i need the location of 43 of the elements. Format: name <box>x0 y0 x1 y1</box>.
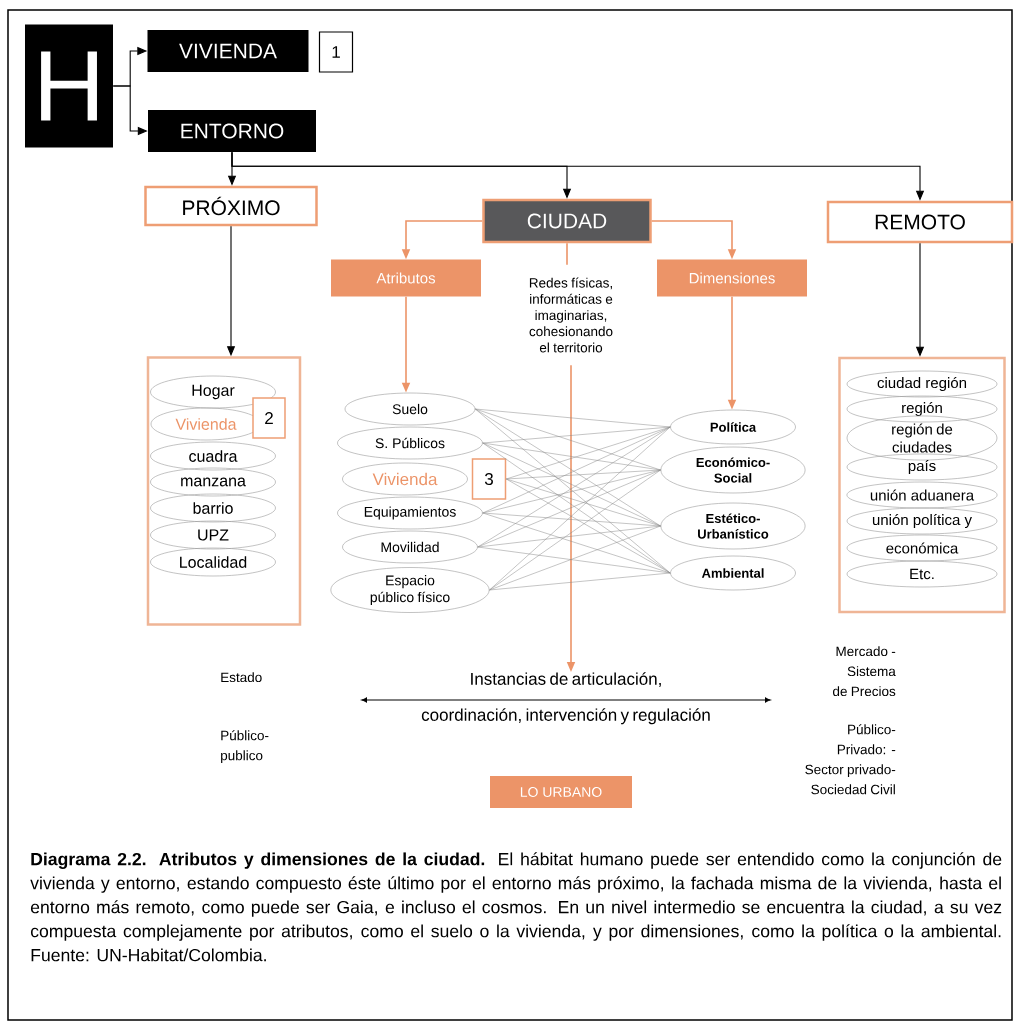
tag-box: Atributos <box>331 259 481 297</box>
tag-box: Dimensiones <box>657 259 807 297</box>
connector-line <box>482 442 661 471</box>
connector-line <box>475 408 661 527</box>
connector-line <box>482 442 671 574</box>
connector-line <box>482 469 661 514</box>
tag-box: LO URBANO <box>490 776 632 808</box>
number-box: 1 <box>318 31 354 73</box>
connector-line <box>477 525 661 548</box>
number-box: 2 <box>252 397 286 439</box>
number-box: 3 <box>471 458 507 500</box>
connector-line <box>566 242 568 266</box>
category-box: CIUDAD <box>482 198 652 244</box>
connector-line <box>482 512 661 527</box>
note-text: Instancias de articulación, coordinación, intervención y regulación <box>421 672 710 725</box>
connector-line <box>489 572 671 591</box>
note-text: Redes físicas, informáticas e imaginarias, cohesionando el territorio <box>529 277 613 353</box>
side-note: Público- publico <box>221 730 269 763</box>
connector-line <box>506 478 661 527</box>
connector-line <box>506 478 671 574</box>
category-box: PRÓXIMO <box>144 185 318 227</box>
side-note: Público- Privado: - Sector privado- Sociedad Civil <box>805 724 896 795</box>
category-box: ENTORNO <box>148 110 316 152</box>
connector-line <box>482 512 671 574</box>
category-box: VIVIENDA <box>147 30 309 72</box>
connector-line <box>489 426 671 591</box>
group-box <box>838 356 1006 614</box>
side-note: Mercado -Sistema de Precios <box>833 646 896 697</box>
side-note: Estado <box>221 672 262 683</box>
letter-box: H <box>25 24 113 148</box>
connector-line <box>477 469 661 548</box>
connector-line <box>475 408 661 471</box>
connector-line <box>482 426 671 444</box>
connector-line <box>489 469 661 591</box>
connector-line <box>477 546 671 574</box>
connector-line <box>506 469 661 480</box>
connector-line <box>506 426 671 480</box>
group-box <box>146 356 302 626</box>
connector-line <box>477 426 671 548</box>
connector-line <box>489 525 661 591</box>
connector-line <box>475 408 671 428</box>
caption: Diagrama 2.2. Atributos y dimensiones de la ciudad. El hábitat humano puede ser entendido como la conjunción de vivienda y entorno, estando compuesto éste último por el entorno más próximo, la fachada misma de la vivienda, hasta el entorno más remoto, como puede ser Gaia, e incluso el cosmos. En un nivel intermedio se encuentra la ciudad, a su vez compuesta complejamente por atributos, como el suelo o la vivienda, y por dimensiones, como la política o la ambiental. Fuente: UN-Habitat/Colombia. <box>30 852 1002 962</box>
category-box: REMOTO <box>826 200 1014 244</box>
